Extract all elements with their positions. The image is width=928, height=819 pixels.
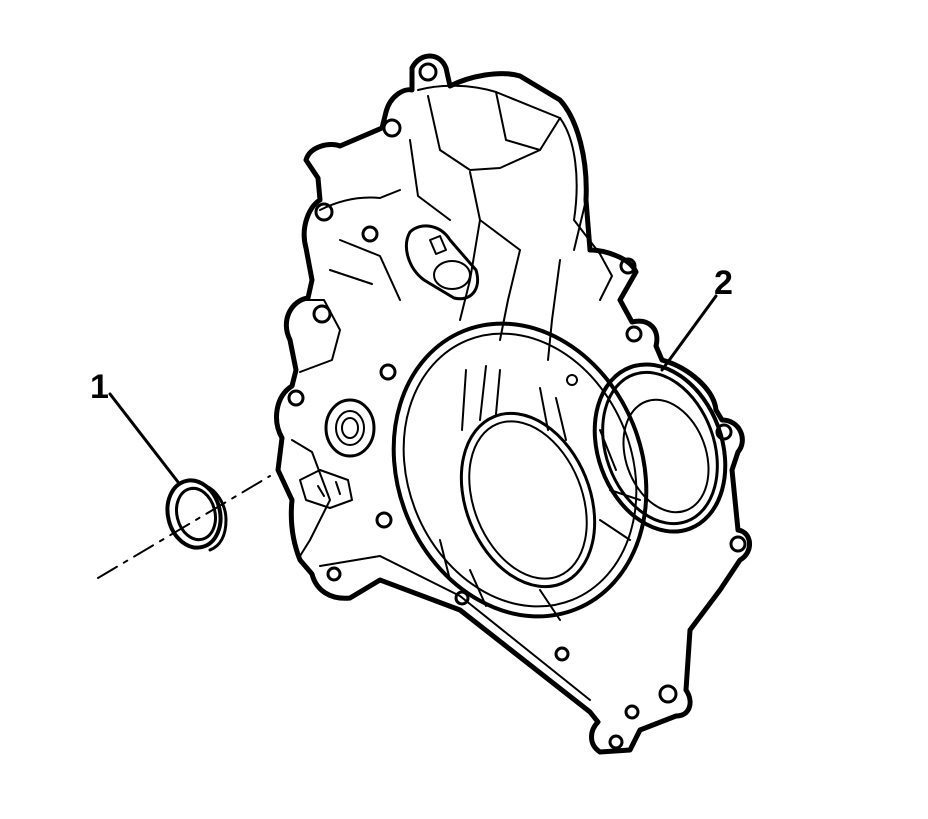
- seal-ring: [165, 478, 228, 552]
- pump-bore: [592, 362, 728, 534]
- housing-lower-detail: [299, 469, 353, 509]
- callout-2: 2: [714, 264, 733, 302]
- housing-outline: [274, 53, 752, 755]
- front-cover-housing: [274, 53, 752, 755]
- leader-line-1: [108, 392, 180, 484]
- recess-notch: [429, 235, 447, 255]
- center-line: [97, 475, 271, 579]
- housing-oval-recess: [405, 224, 479, 301]
- callout-1: 1: [90, 368, 109, 406]
- recess-boss: [433, 260, 471, 290]
- seal-bore: [324, 398, 376, 458]
- housing-inner-flange: [291, 84, 613, 701]
- leader-line-2: [660, 294, 718, 372]
- crank-bore: [391, 321, 649, 621]
- bolt-holes: [287, 62, 747, 750]
- housing-upper-ribs: [329, 91, 587, 361]
